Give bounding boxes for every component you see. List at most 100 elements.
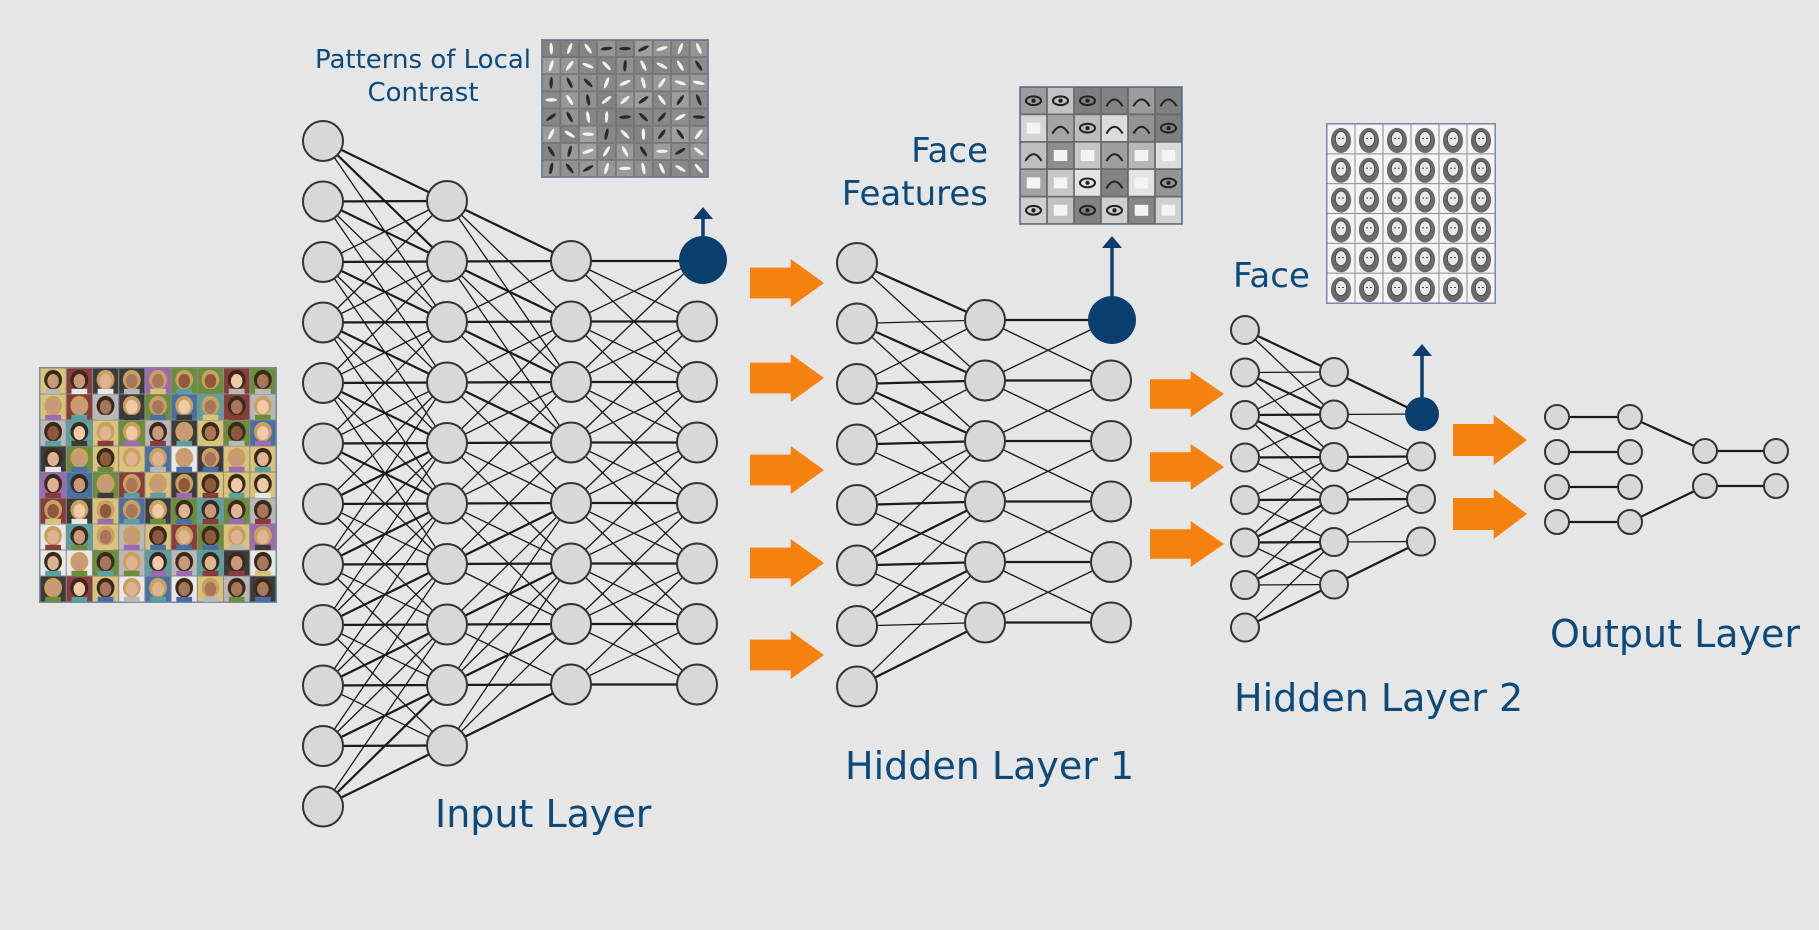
connection [856,561,986,687]
orange-arrow-icon [1453,415,1527,465]
neuron-node [302,664,344,707]
neuron-node [302,120,344,162]
highlighted-neuron-node [1405,397,1439,431]
neuron-node [1319,399,1349,430]
neuron-node [964,601,1006,644]
neuron-node [1544,439,1570,465]
connection [856,319,986,325]
neuron-node [426,301,468,343]
neuron-node [302,483,344,525]
neuron-node [550,482,592,524]
orange-arrow-icon [750,631,824,679]
connection [570,381,698,504]
neuron-node [1230,527,1260,558]
neuron-node [550,240,592,282]
connection [570,502,698,565]
neuron-node [302,604,344,646]
connection [570,623,698,686]
connection [570,442,698,564]
connection [322,684,448,808]
neuron-node [302,785,344,828]
patterns-of-local-contrast-label: Patterns of Local Contrast [307,44,539,110]
neuron-node [1230,357,1260,388]
hidden-layer-2-label: Hidden Layer 2 [1234,676,1524,720]
neuron-node [964,359,1006,402]
orange-arrow-icon [750,354,824,402]
neuron-node [426,422,468,464]
neuron-node [426,361,468,404]
connection [856,621,986,688]
connection [446,502,572,625]
neuron-node [1090,420,1132,462]
neuron-node [1617,474,1643,500]
connection [322,381,448,445]
connection [1244,413,1335,459]
connection [446,441,572,505]
hidden2-to-output-arrows [1453,415,1527,539]
connection [856,501,986,627]
connection [1244,541,1335,586]
neuron-node [302,362,344,404]
neuron-node [1617,509,1643,535]
connection [1333,540,1422,586]
input-layer-network-nodes [302,120,718,828]
connection [856,261,986,322]
neuron-node [1319,484,1349,515]
connection [322,503,448,686]
connection [1333,413,1422,458]
connection [570,562,698,625]
input-layer-network-edges [322,140,698,808]
connection [446,200,572,262]
connection [1244,541,1335,628]
connection [446,623,572,746]
neuron-node [550,421,592,464]
neuron-node [1406,526,1436,557]
connection [856,379,986,386]
neuron-node [302,301,344,344]
connection [322,200,448,323]
connection [1244,583,1335,629]
patterns-label-line2: Contrast [367,78,479,108]
neuron-node [426,482,468,525]
connection [984,319,1112,382]
neuron-node [1319,527,1349,557]
connection [446,260,572,323]
patterns-label-line1: Patterns of Local [314,45,532,75]
neuron-node [1319,569,1349,600]
input-layer-label: Input Layer [435,792,652,836]
connection [570,321,698,443]
neuron-node [836,544,878,587]
neuron-node [676,300,718,343]
neuron-node [836,423,878,466]
connection [446,502,572,686]
neuron-node [426,543,468,585]
neuron-node [836,242,878,284]
neuron-node [1617,439,1643,465]
neuron-node [1406,484,1436,514]
neuron-node [550,300,592,343]
neuron-node [1763,438,1789,464]
connection [856,440,986,566]
connection [446,381,572,444]
connection [322,442,448,626]
highlighted-neuron-node [1088,296,1136,344]
hidden-layer-1-network [836,236,1136,708]
up-arrow-head-icon [1102,236,1122,248]
connection [322,261,448,384]
face-features-label: Face Features [820,130,988,216]
output-layer-network-nodes [1544,404,1789,535]
face-sketches-image [1326,123,1496,304]
up-arrow-head-icon [693,207,713,219]
connection [446,442,572,565]
connection [322,563,448,686]
connection [1629,415,1706,453]
neuron-node [1319,442,1349,472]
connection [984,500,1112,563]
connection [322,382,448,565]
connection [1244,329,1335,373]
input-to-hidden1-arrows [750,259,824,679]
face-features-image [1019,86,1183,225]
connection [1244,499,1335,586]
